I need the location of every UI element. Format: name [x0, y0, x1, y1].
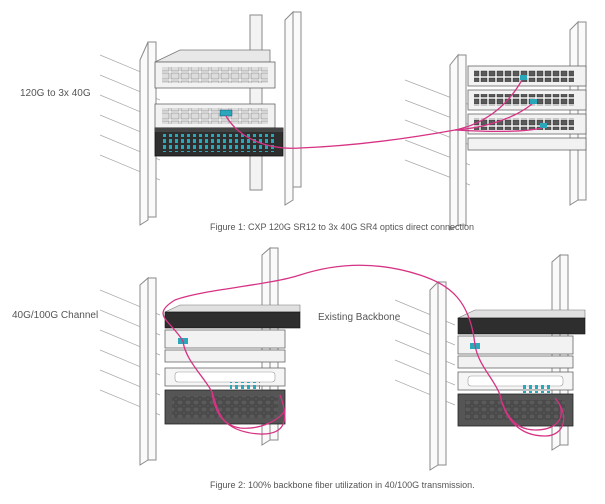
figure1-group	[99, 10, 587, 231]
fig1-left-switch-top	[154, 49, 276, 89]
fig1-left-patch-panel	[154, 127, 284, 157]
fig1-cables	[225, 79, 543, 149]
figure2-group	[99, 246, 586, 471]
fig2-cables	[162, 264, 565, 437]
fig1-right-switches	[467, 65, 587, 151]
fig2-label-backbone: Existing Backbone	[318, 312, 401, 323]
fig2-left-devices	[164, 304, 301, 425]
fig2-label-channel: 40G/100G Channel	[12, 310, 99, 321]
fig1-label: 120G to 3x 40G	[20, 88, 91, 99]
fig1-caption: Figure 1: CXP 120G SR12 to 3x 40G SR4 op…	[210, 222, 474, 232]
fig2-right-devices	[457, 309, 586, 427]
fig2-caption: Figure 2: 100% backbone fiber utilizatio…	[210, 480, 475, 490]
fig1-left-switch-mid	[154, 103, 276, 129]
